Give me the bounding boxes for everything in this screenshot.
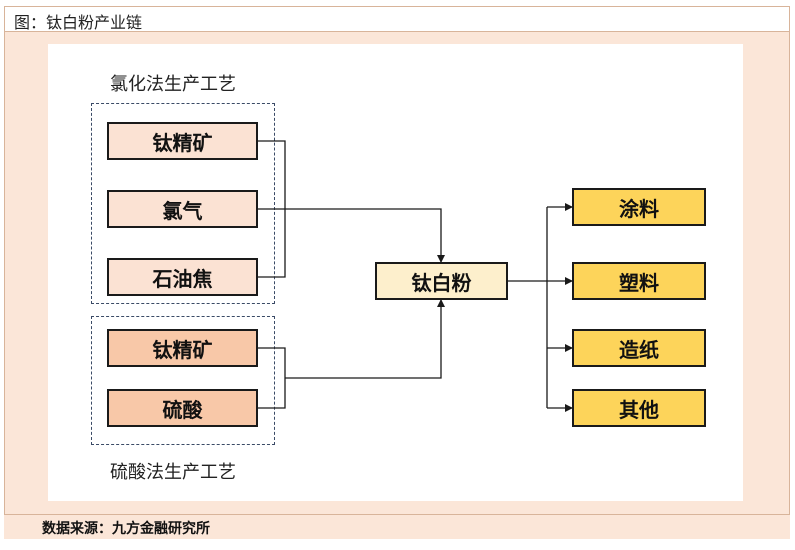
sulfate-input-ilmenite: 钛精矿 bbox=[107, 329, 258, 367]
figure-caption: 图：钛白粉产业链 bbox=[14, 13, 143, 32]
sulfate-input-sulfuric-acid: 硫酸 bbox=[107, 389, 258, 427]
data-source: 数据来源：九方金融研究所 bbox=[42, 521, 210, 537]
chloride-group-box bbox=[91, 103, 275, 304]
sulfate-group-box bbox=[91, 316, 275, 445]
sulfate-bracket bbox=[258, 347, 286, 409]
caption-bar bbox=[4, 6, 790, 32]
output-paper: 造纸 bbox=[572, 329, 706, 367]
chloride-group-title: 氯化法生产工艺 bbox=[110, 74, 236, 95]
source-bar bbox=[4, 514, 790, 539]
chloride-input-petroleum-coke: 石油焦 bbox=[107, 258, 258, 296]
output-plastics: 塑料 bbox=[572, 262, 706, 300]
chloride-input-chlorine: 氯气 bbox=[107, 190, 258, 228]
output-other: 其他 bbox=[572, 389, 706, 427]
sulfate-group-title: 硫酸法生产工艺 bbox=[110, 462, 236, 483]
sulfate-to-center bbox=[285, 299, 445, 379]
output-coatings: 涂料 bbox=[572, 188, 706, 226]
chloride-to-center bbox=[258, 208, 445, 263]
chloride-input-ilmenite: 钛精矿 bbox=[107, 122, 258, 160]
